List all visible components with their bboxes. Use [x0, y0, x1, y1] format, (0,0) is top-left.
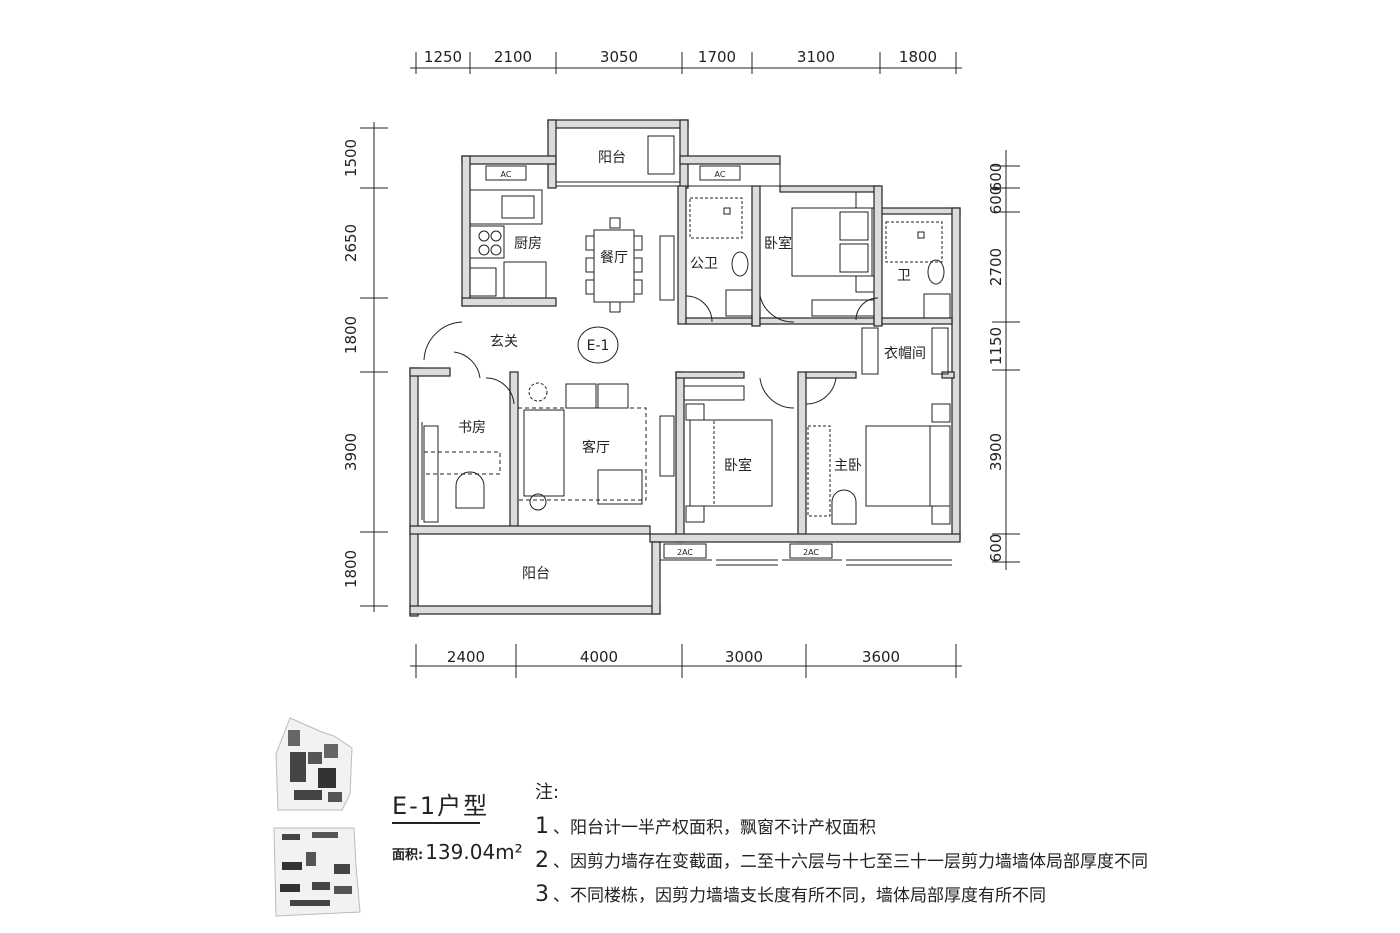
doors — [423, 295, 879, 409]
left-dimension-chain — [360, 122, 388, 612]
dim-right-2: 600 — [987, 186, 1005, 215]
unit-tag-circle — [577, 326, 619, 364]
dim-left-1: 1500 — [342, 139, 360, 177]
unit-type-underline — [392, 822, 480, 824]
dim-bottom-4: 3600 — [862, 648, 900, 666]
notes-heading: 注: — [535, 782, 560, 803]
dim-left-3: 1800 — [342, 316, 360, 354]
note-item-2: 2、因剪力墙存在变截面，二至十六层与十七至三十一层剪力墙墙体局部厚度不同 — [535, 844, 1148, 878]
unit-type-title: E-1户型 — [392, 792, 490, 820]
dim-left-5: 1800 — [342, 550, 360, 588]
note-number-1: 1 — [535, 814, 549, 839]
ac-label-1: AC — [501, 170, 512, 179]
room-label-bedroom-north: 卧室 — [764, 235, 792, 252]
room-label-cloakroom: 衣帽间 — [884, 346, 926, 362]
room-label-balcony-top: 阳台 — [598, 150, 626, 166]
notes-block: 注: 1、阳台计一半产权面积，飘窗不计产权面积 2、因剪力墙存在变截面，二至十六… — [535, 778, 1148, 912]
ac-label-4: 2AC — [803, 548, 819, 557]
dim-top-3: 3050 — [600, 48, 638, 66]
dim-right-3: 2700 — [987, 248, 1005, 286]
dim-right-6: 600 — [987, 534, 1005, 563]
windows — [417, 164, 952, 566]
dim-top-1: 1250 — [424, 48, 462, 66]
room-label-living: 客厅 — [582, 439, 610, 456]
room-label-public-bath: 公卫 — [690, 256, 718, 272]
room-label-master: 主卧 — [834, 458, 862, 474]
room-label-bath-ensuite: 卫 — [897, 268, 911, 284]
top-dimension-chain — [410, 52, 962, 74]
dim-top-2: 2100 — [494, 48, 532, 66]
dim-top-5: 3100 — [797, 48, 835, 66]
right-dimension-chain — [992, 150, 1020, 570]
furniture — [423, 135, 951, 559]
dim-right-5: 3900 — [987, 433, 1005, 471]
note-number-2: 2 — [535, 848, 549, 873]
room-label-balcony-bottom: 阳台 — [522, 566, 550, 582]
dim-right-4: 1150 — [987, 327, 1005, 365]
dim-top-6: 1800 — [899, 48, 937, 66]
key-plan-top — [275, 717, 353, 811]
dim-left-4: 3900 — [342, 433, 360, 471]
note-text-1: 、阳台计一半产权面积，飘窗不计产权面积 — [553, 818, 876, 838]
room-label-bedroom-south: 卧室 — [724, 457, 752, 474]
dim-bottom-2: 4000 — [580, 648, 618, 666]
dim-bottom-3: 3000 — [725, 648, 763, 666]
note-item-1: 1、阳台计一半产权面积，飘窗不计产权面积 — [535, 810, 1148, 844]
room-label-kitchen: 厨房 — [514, 236, 542, 252]
bottom-dimension-chain — [410, 644, 962, 678]
room-label-study: 书房 — [458, 420, 486, 436]
room-label-foyer: 玄关 — [490, 333, 518, 350]
key-plan-bottom — [273, 827, 361, 917]
ac-label-2: AC — [715, 170, 726, 179]
note-text-2: 、因剪力墙存在变截面，二至十六层与十七至三十一层剪力墙墙体局部厚度不同 — [553, 852, 1148, 872]
note-item-3: 3、不同楼栋，因剪力墙墙支长度有所不同，墙体局部厚度有所不同 — [535, 878, 1148, 912]
dim-top-4: 1700 — [698, 48, 736, 66]
walls — [409, 119, 961, 617]
dim-bottom-1: 2400 — [447, 648, 485, 666]
note-number-3: 3 — [535, 882, 549, 907]
dim-left-2: 2650 — [342, 224, 360, 262]
unit-area: 面积:139.04m² — [392, 840, 523, 864]
dim-right-1: 600 — [987, 163, 1005, 192]
unit-code-label: E-1 — [587, 338, 610, 354]
room-label-dining: 餐厅 — [600, 250, 628, 266]
area-label: 面积: — [392, 848, 424, 863]
note-text-3: 、不同楼栋，因剪力墙墙支长度有所不同，墙体局部厚度有所不同 — [553, 886, 1046, 906]
ac-label-3: 2AC — [677, 548, 693, 557]
area-value: 139.04m² — [425, 840, 523, 864]
